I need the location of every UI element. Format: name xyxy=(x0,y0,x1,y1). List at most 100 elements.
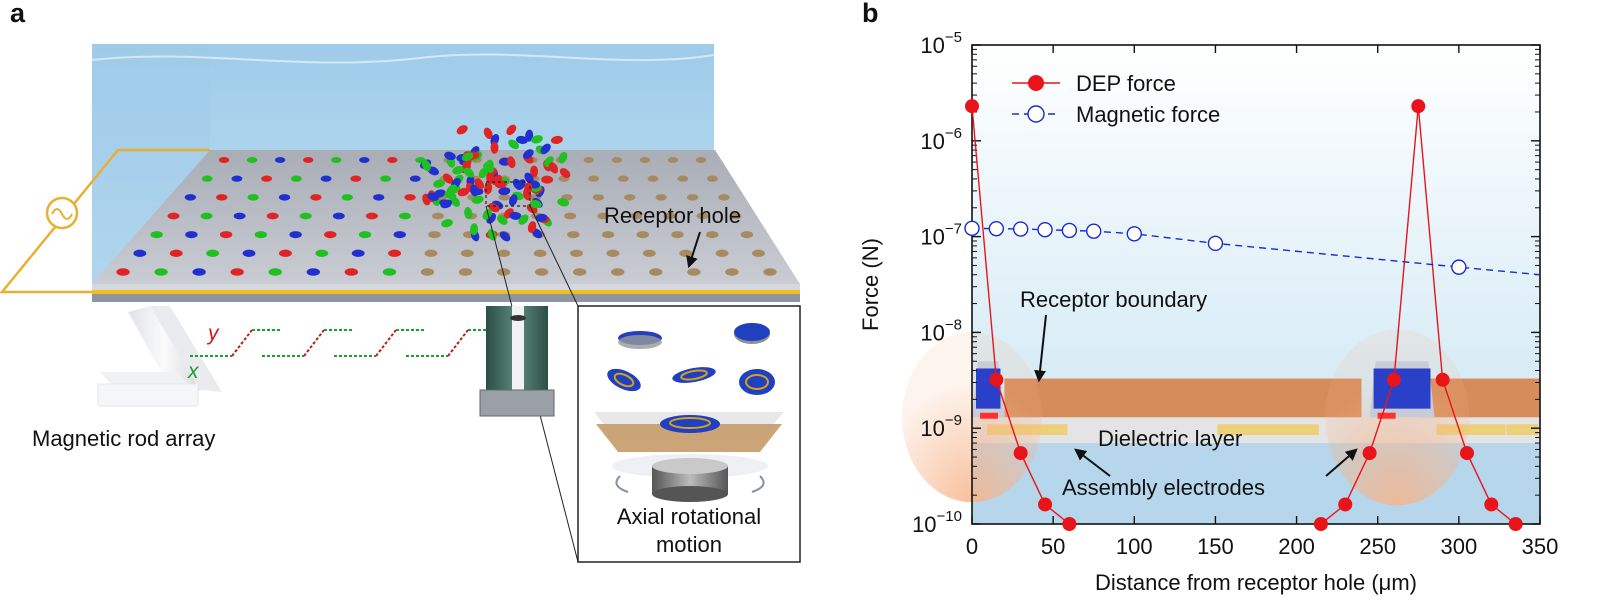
receptor-hole xyxy=(428,231,441,239)
chart-background xyxy=(902,44,1541,525)
assembled-disk xyxy=(219,231,233,239)
assembled-disk xyxy=(206,249,220,257)
assembled-disk xyxy=(393,231,406,239)
assembled-disk xyxy=(398,212,411,220)
y-step xyxy=(447,329,469,357)
assembled-disk xyxy=(274,157,286,163)
data-point xyxy=(1013,446,1028,461)
receptor-hole xyxy=(592,194,605,201)
x-axis-title: Distance from receptor hole (μm) xyxy=(1095,570,1417,595)
inset-illustration xyxy=(594,323,784,502)
data-point xyxy=(1338,497,1353,512)
data-point xyxy=(1386,372,1401,387)
floating-disk xyxy=(457,187,470,197)
receptor-hole xyxy=(740,231,754,239)
floating-disk xyxy=(442,173,454,184)
x-tick-label: 0 xyxy=(966,534,978,559)
assembled-disk xyxy=(154,268,168,276)
assembled-disk xyxy=(185,231,198,239)
data-point xyxy=(1126,226,1142,242)
receptor-hole xyxy=(679,249,693,257)
receptor-boundary-arrow xyxy=(1034,314,1047,383)
receptor-hole xyxy=(498,194,510,201)
assembled-disk xyxy=(216,194,228,201)
floating-disk xyxy=(498,187,511,196)
receptor-hole xyxy=(677,175,689,182)
data-point xyxy=(1484,497,1499,512)
receptor-hole xyxy=(752,249,765,257)
data-point xyxy=(1037,222,1053,238)
data-point xyxy=(988,220,1005,237)
assembled-disk xyxy=(331,157,342,163)
y-tick-label: 10−6 xyxy=(920,125,962,154)
series-magnetic-force xyxy=(964,220,1541,276)
receptor-hole xyxy=(567,231,580,239)
receptor-hole xyxy=(686,194,699,201)
floating-disk xyxy=(494,180,507,189)
assembled-disk xyxy=(233,212,246,220)
receptor-hole xyxy=(667,157,679,163)
y-step xyxy=(303,329,325,357)
receptor-hole xyxy=(718,194,730,201)
assembled-disk xyxy=(184,194,197,201)
panel-b-letter: b xyxy=(862,0,879,28)
assembled-disk xyxy=(278,249,292,257)
receptor-hole-label: Receptor hole xyxy=(604,203,741,228)
magnetic-rod-array-label: Magnetic rod array xyxy=(32,426,215,451)
panel-a-letter: a xyxy=(10,0,26,28)
receptor-hole xyxy=(533,249,547,257)
floating-disk xyxy=(482,208,493,220)
receptor-layer xyxy=(1004,378,1362,418)
floating-disk xyxy=(444,151,456,161)
rod-motion-path xyxy=(190,329,498,357)
floating-disk xyxy=(523,188,532,201)
receptor-hole xyxy=(624,194,636,201)
legend-label: Magnetic force xyxy=(1076,102,1220,127)
legend-marker xyxy=(1028,75,1044,91)
assembled-disk xyxy=(167,212,180,220)
data-point xyxy=(1459,446,1474,461)
receptor-hole xyxy=(617,175,629,182)
floating-disk xyxy=(474,178,485,190)
assembled-disk xyxy=(310,194,322,201)
assembled-disk xyxy=(387,157,398,163)
substrate-plate xyxy=(92,150,800,284)
floating-disk xyxy=(535,213,548,222)
series-line xyxy=(971,227,1541,276)
floating-disk xyxy=(506,124,517,136)
assembly-schematic: Receptor hole Magnetic rod array y x xyxy=(0,44,801,563)
receptor-hole xyxy=(763,268,777,276)
receptor-hole xyxy=(715,249,729,257)
chart-series xyxy=(964,99,1541,531)
assembly-electrode xyxy=(1506,424,1538,435)
floating-disk xyxy=(508,139,519,150)
receptor-hole xyxy=(663,212,676,220)
electrode-arrow-right xyxy=(1325,448,1358,477)
floating-disk xyxy=(446,184,458,195)
plot-frame xyxy=(971,44,1541,525)
data-point xyxy=(1362,446,1377,461)
receptor-hole xyxy=(630,212,643,220)
y-tick-label: 10−10 xyxy=(912,508,962,537)
receptor-hole xyxy=(588,175,600,182)
receptor-hole xyxy=(496,268,511,276)
receptor-hole xyxy=(642,249,656,257)
floating-disk xyxy=(530,165,539,178)
zoom-leader-line xyxy=(529,205,579,307)
assembled-disk xyxy=(380,175,391,182)
y-tick-label: 10−8 xyxy=(920,316,962,345)
x-tick-label: 150 xyxy=(1197,534,1234,559)
receptor-hole xyxy=(687,268,701,276)
x-tick-label: 350 xyxy=(1522,534,1559,559)
floating-disk xyxy=(527,221,537,233)
floating-disk xyxy=(548,162,559,174)
receptor-hole xyxy=(601,231,615,239)
floating-disk xyxy=(421,159,431,172)
assembled-disk xyxy=(365,212,378,220)
floating-disk xyxy=(470,223,479,236)
data-point xyxy=(1411,99,1426,114)
assembled-disk xyxy=(268,268,282,276)
series-dep-force xyxy=(965,99,1523,531)
y-axis-title: Force (N) xyxy=(858,238,883,331)
